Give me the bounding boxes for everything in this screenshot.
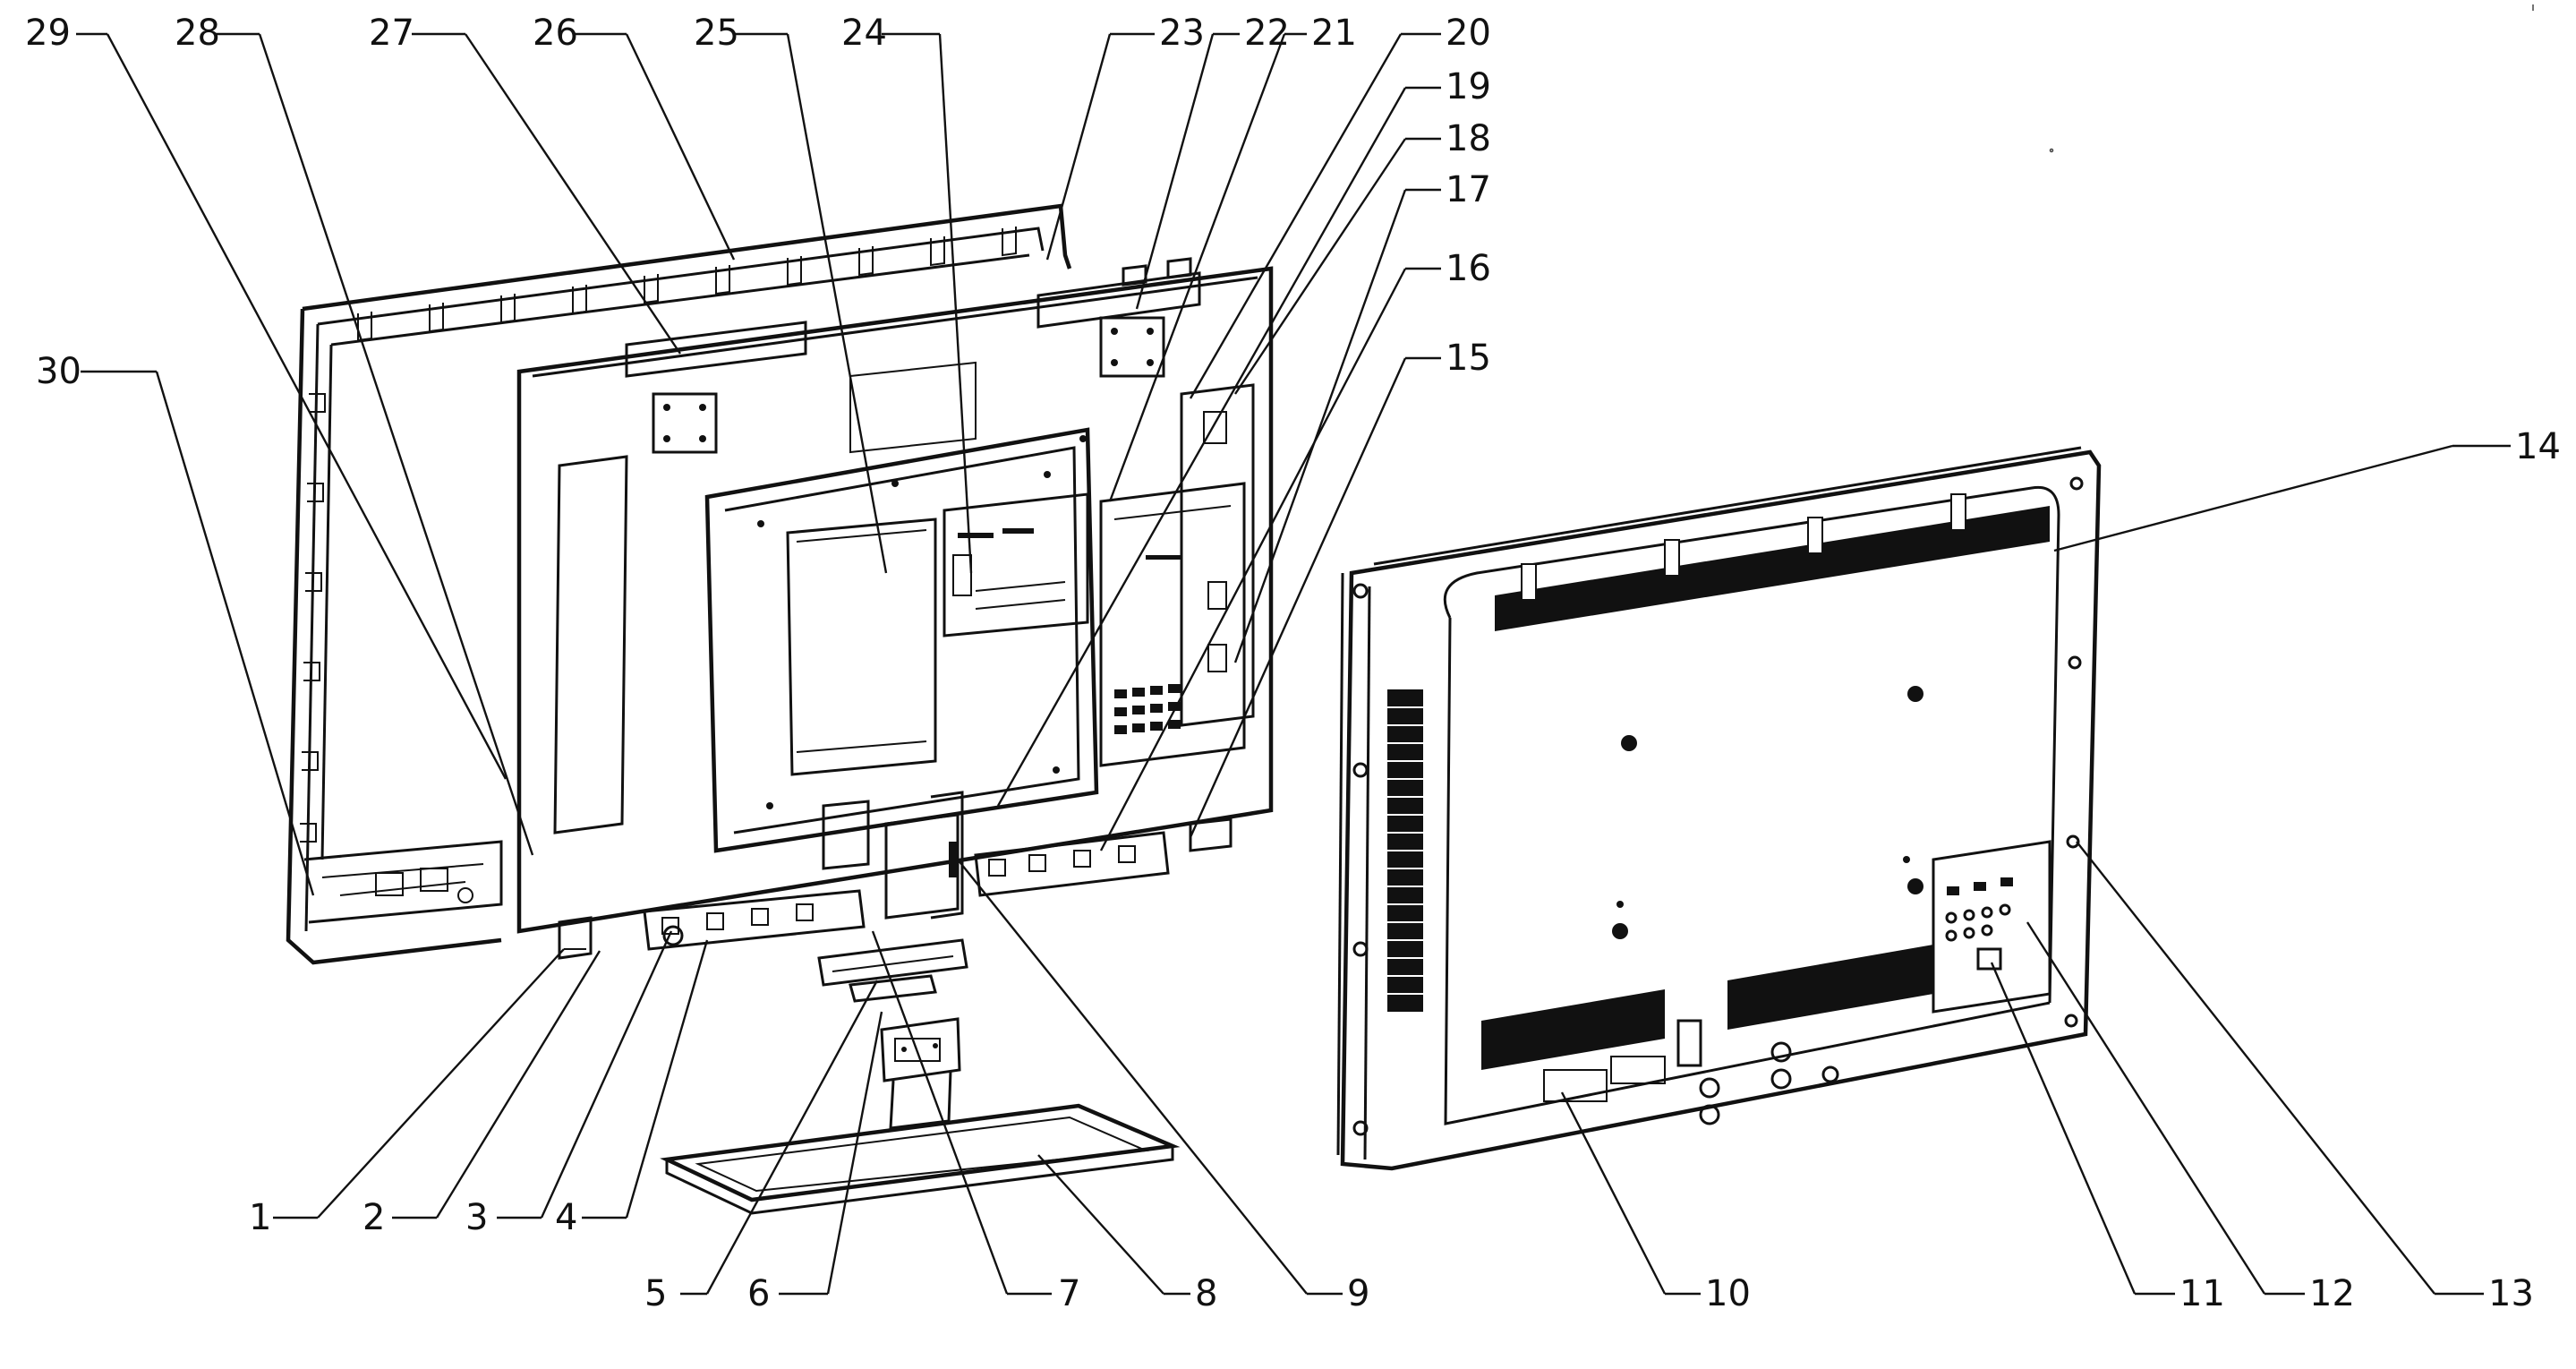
callout-24: 24: [841, 13, 887, 54]
callout-22: 22: [1244, 13, 1290, 54]
callout-26: 26: [533, 13, 578, 54]
callout-16: 16: [1446, 248, 1491, 289]
callout-17: 17: [1446, 169, 1491, 210]
callout-10: 10: [1705, 1273, 1751, 1314]
rear-cover: [1336, 446, 2102, 1171]
callout-5: 5: [644, 1273, 667, 1314]
callout-9: 9: [1347, 1273, 1369, 1314]
callout-3: 3: [465, 1197, 488, 1238]
callout-14: 14: [2515, 426, 2561, 467]
callout-1: 1: [249, 1197, 271, 1238]
callout-18: 18: [1446, 118, 1491, 159]
callout-29: 29: [25, 13, 71, 54]
callout-8: 8: [1195, 1273, 1217, 1314]
callout-19: 19: [1446, 66, 1491, 107]
callout-6: 6: [747, 1273, 770, 1314]
callout-11: 11: [2179, 1273, 2225, 1314]
callout-12: 12: [2309, 1273, 2355, 1314]
callout-25: 25: [694, 13, 739, 54]
callout-20: 20: [1446, 13, 1491, 54]
front-bezel: [286, 203, 1072, 965]
callout-numbers: 29 28 27 26 25 24 23 22 21 20 19 18 17 1…: [25, 13, 2561, 1314]
callout-2: 2: [363, 1197, 385, 1238]
callout-4: 4: [555, 1197, 577, 1238]
callout-13: 13: [2488, 1273, 2534, 1314]
callout-23: 23: [1159, 13, 1205, 54]
callout-15: 15: [1446, 338, 1491, 379]
callout-30: 30: [36, 351, 81, 392]
leader-lines: [76, 32, 2511, 1296]
callout-28: 28: [175, 13, 220, 54]
callout-27: 27: [369, 13, 414, 54]
lcd-panel: [516, 257, 1274, 934]
callout-21: 21: [1311, 13, 1357, 54]
callout-7: 7: [1058, 1273, 1080, 1314]
